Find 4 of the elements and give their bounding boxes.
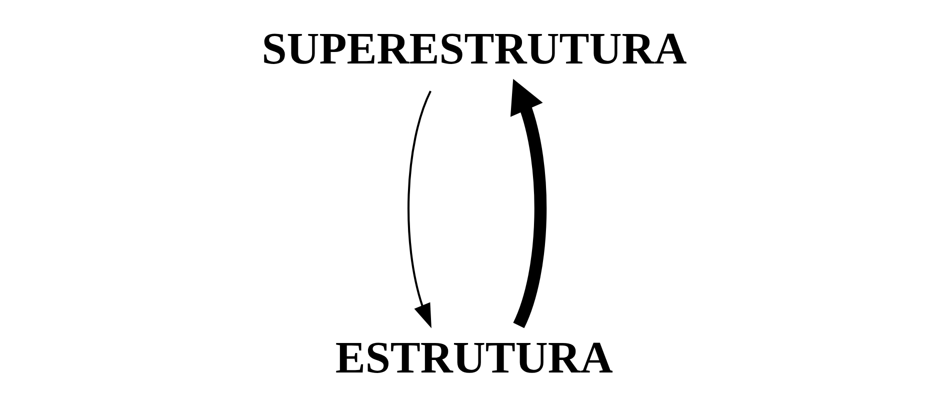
node-text: SUPERESTRUTURA (262, 22, 687, 73)
arrow (408, 90, 432, 328)
arrow (510, 78, 547, 328)
node-text: ESTRUTURA (335, 332, 613, 382)
